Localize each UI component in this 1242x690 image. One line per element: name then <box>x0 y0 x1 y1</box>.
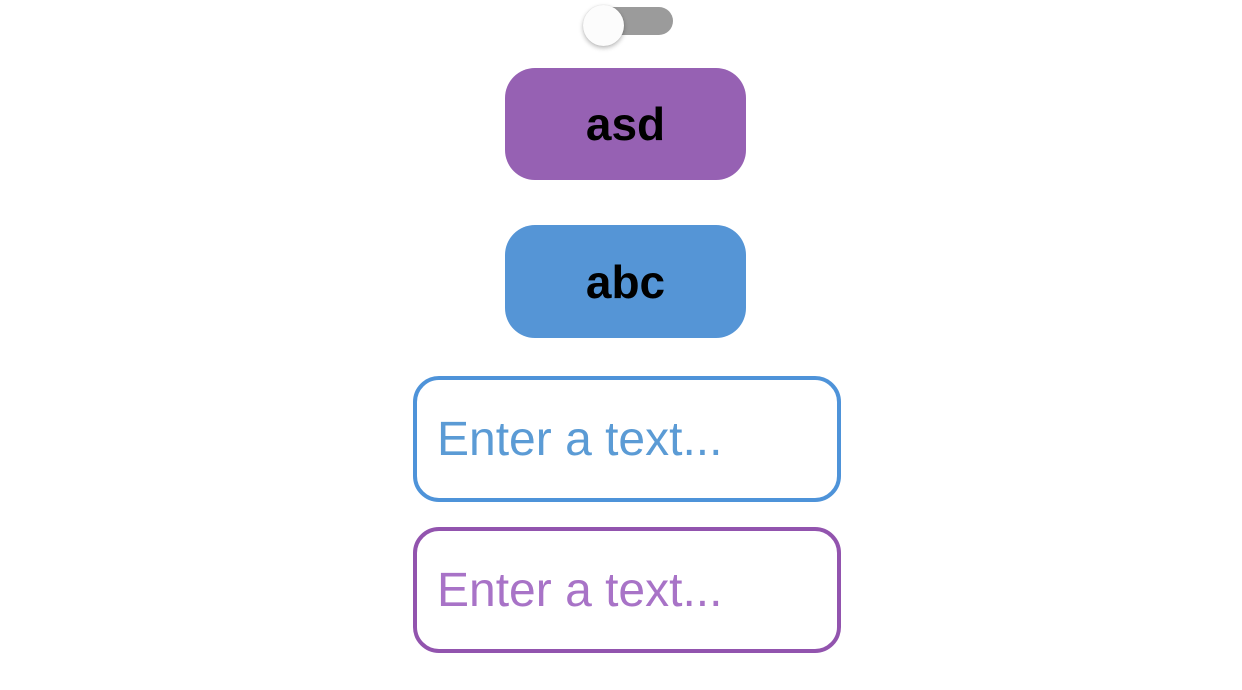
text-input-purple[interactable] <box>413 527 841 653</box>
toggle-knob[interactable] <box>583 5 624 46</box>
asd-button[interactable]: asd <box>505 68 746 180</box>
text-input-blue[interactable] <box>413 376 841 502</box>
abc-button[interactable]: abc <box>505 225 746 338</box>
toggle-switch[interactable] <box>583 2 674 46</box>
